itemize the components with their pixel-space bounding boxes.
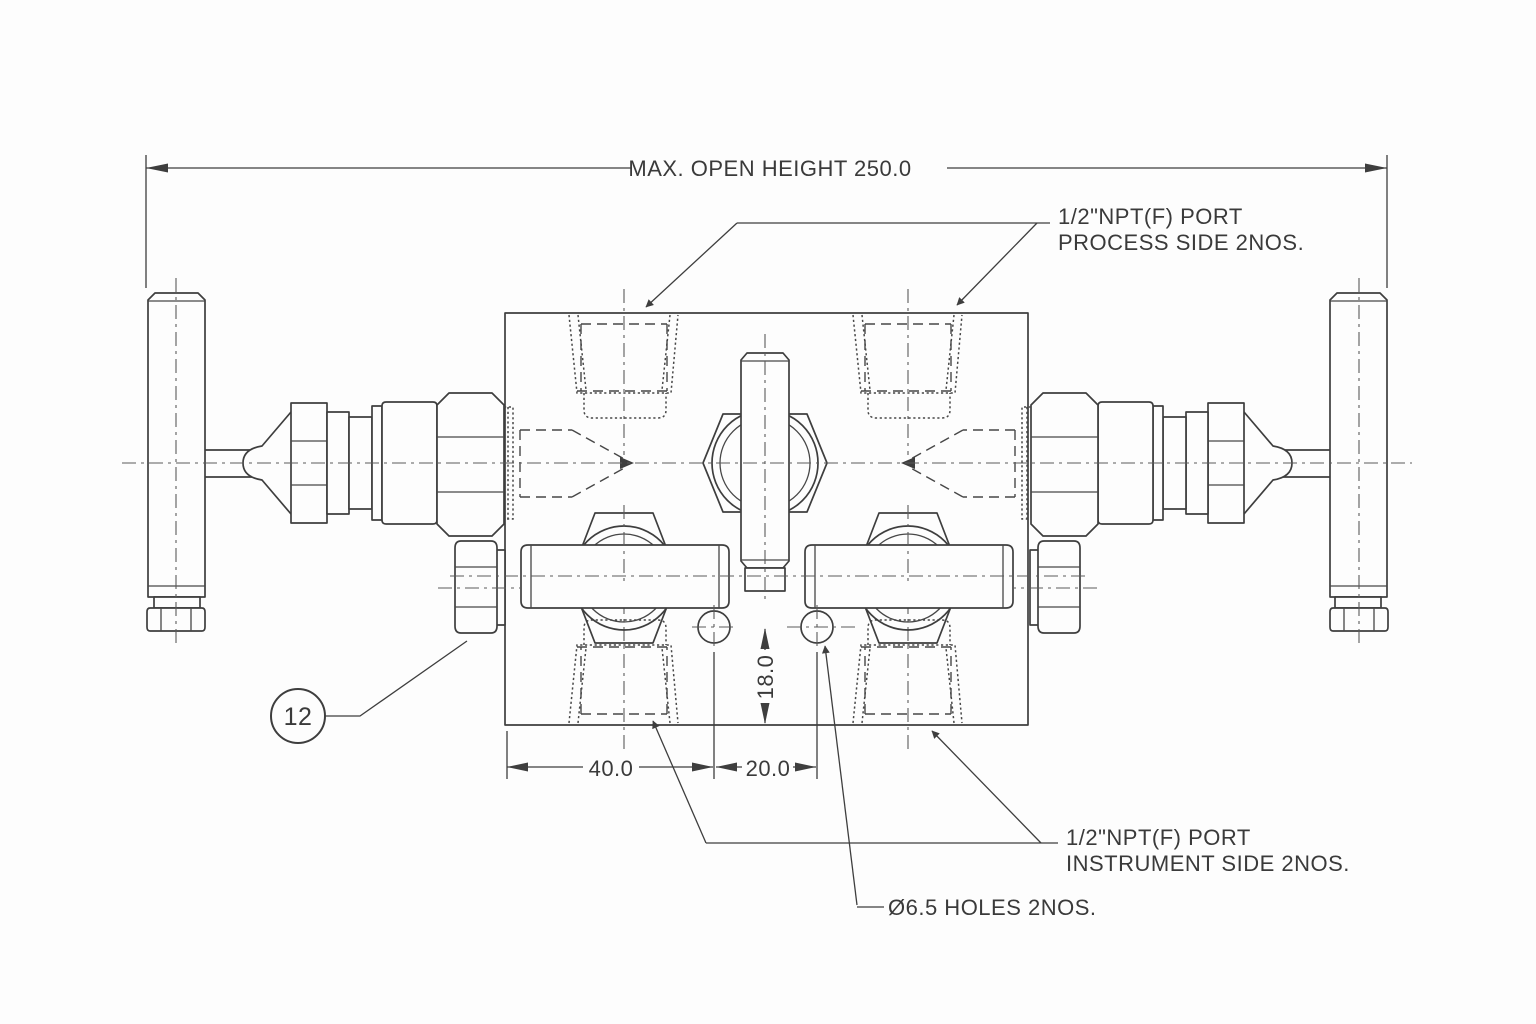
dim-20-text: 20.0 <box>746 756 791 781</box>
equalizer-valve <box>702 334 828 601</box>
label-process-port-line1: 1/2"NPT(F) PORT <box>1058 204 1243 229</box>
label-instrument-port-line1: 1/2"NPT(F) PORT <box>1066 825 1251 850</box>
npt-port-process-left <box>568 288 679 456</box>
balloon-12-number: 12 <box>284 703 313 731</box>
dim-40-text: 40.0 <box>589 756 634 781</box>
leader-instrument-port: 1/2"NPT(F) PORT INSTRUMENT SIDE 2NOS. <box>652 720 1350 876</box>
npt-port-process-right <box>852 288 963 456</box>
dim-max-open-height: MAX. OPEN HEIGHT 250.0 <box>145 155 1388 288</box>
mounting-hole-left <box>692 605 736 649</box>
mounting-hole-right <box>787 605 856 649</box>
dim-18-text: 18.0 <box>753 655 778 700</box>
leader-holes-note: Ø6.5 HOLES 2NOS. <box>822 645 1097 920</box>
label-holes-note: Ø6.5 HOLES 2NOS. <box>888 895 1097 920</box>
dim-hole-offset: 18.0 <box>753 628 778 724</box>
balloon-12: 12 <box>270 640 468 744</box>
dim-max-open-height-text: MAX. OPEN HEIGHT 250.0 <box>628 156 911 181</box>
dim-port-spacing: 40.0 20.0 <box>506 652 818 781</box>
label-process-port-line2: PROCESS SIDE 2NOS. <box>1058 230 1304 255</box>
vent-valve-left <box>520 504 730 644</box>
vent-valve-right <box>804 504 1014 644</box>
label-instrument-port-line2: INSTRUMENT SIDE 2NOS. <box>1066 851 1350 876</box>
leader-process-port: 1/2"NPT(F) PORT PROCESS SIDE 2NOS. <box>645 204 1304 308</box>
